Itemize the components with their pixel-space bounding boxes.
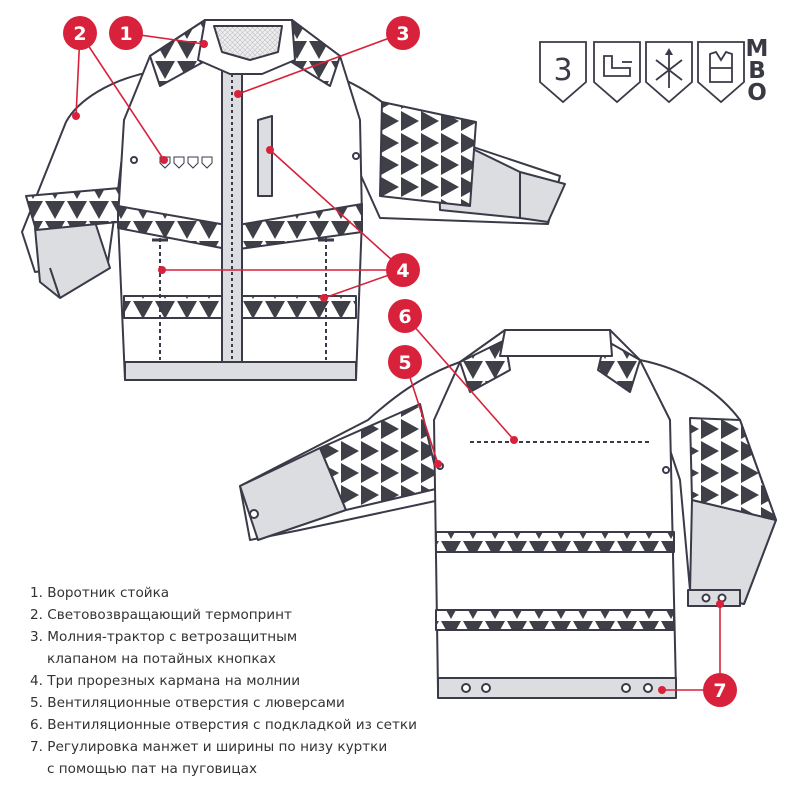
front-jacket xyxy=(21,19,566,381)
legend-item: 3. Молния-трактор с ветрозащитным клапан… xyxy=(30,629,298,667)
front-collar-mesh xyxy=(213,25,283,61)
brand-letter-m: М xyxy=(745,36,769,62)
marker-1: 1 xyxy=(109,16,143,50)
front-left-cuff xyxy=(34,221,111,299)
brand-letter-v: В xyxy=(748,58,766,84)
front-right-sleeve-band xyxy=(379,101,477,207)
back-left-yoke-band xyxy=(459,339,511,393)
legend-item: 4. Три прорезных кармана на молнии xyxy=(30,673,301,689)
marker-2-label: 2 xyxy=(73,23,86,45)
callout-dots xyxy=(72,40,724,694)
marker-3: 3 xyxy=(386,16,420,50)
marker-7-label: 7 xyxy=(713,680,726,702)
marker-6-label: 6 xyxy=(398,306,411,328)
front-left-sleeve-band xyxy=(25,187,121,231)
back-jacket xyxy=(239,329,777,699)
legend-item: 7. Регулировка манжет и ширины по низу к… xyxy=(30,739,388,777)
multi-protection-arrows-icon xyxy=(645,41,693,104)
legend-item: 2. Световозвращающий термопринт xyxy=(30,607,292,623)
back-lower-band xyxy=(435,609,675,631)
back-collar xyxy=(499,329,613,357)
class-3-shield-icon: 3 xyxy=(539,41,587,104)
marker-4-label: 4 xyxy=(396,260,409,282)
front-chest-pocket xyxy=(257,115,273,197)
machine-oil-icon xyxy=(593,41,641,104)
back-right-sleeve-band xyxy=(689,417,777,521)
legend-item: 1. Воротник стойка xyxy=(30,585,170,601)
back-hem xyxy=(437,677,677,699)
marker-5-label: 5 xyxy=(398,352,411,374)
feature-legend: 1. Воротник стойка 2. Световозвращающий … xyxy=(30,582,500,780)
hi-vis-vest-icon xyxy=(697,41,745,104)
legend-item: 6. Вентиляционные отверстия с подкладкой… xyxy=(30,717,417,733)
back-right-cuff-tab xyxy=(687,589,741,607)
front-hem xyxy=(124,361,357,381)
marker-7: 7 xyxy=(703,673,737,707)
marker-2: 2 xyxy=(63,16,97,50)
brand-letter-o: О xyxy=(747,80,767,106)
legend-item: 5. Вентиляционные отверстия с люверсами xyxy=(30,695,345,711)
marker-3-label: 3 xyxy=(396,23,409,45)
marker-1-label: 1 xyxy=(119,23,132,45)
back-upper-band xyxy=(435,531,675,553)
brand-logo-mbo: М В О xyxy=(744,36,770,106)
marker-4: 4 xyxy=(386,253,420,287)
protection-class-label: 3 xyxy=(553,53,572,88)
marker-6: 6 xyxy=(388,299,422,333)
marker-5: 5 xyxy=(388,345,422,379)
